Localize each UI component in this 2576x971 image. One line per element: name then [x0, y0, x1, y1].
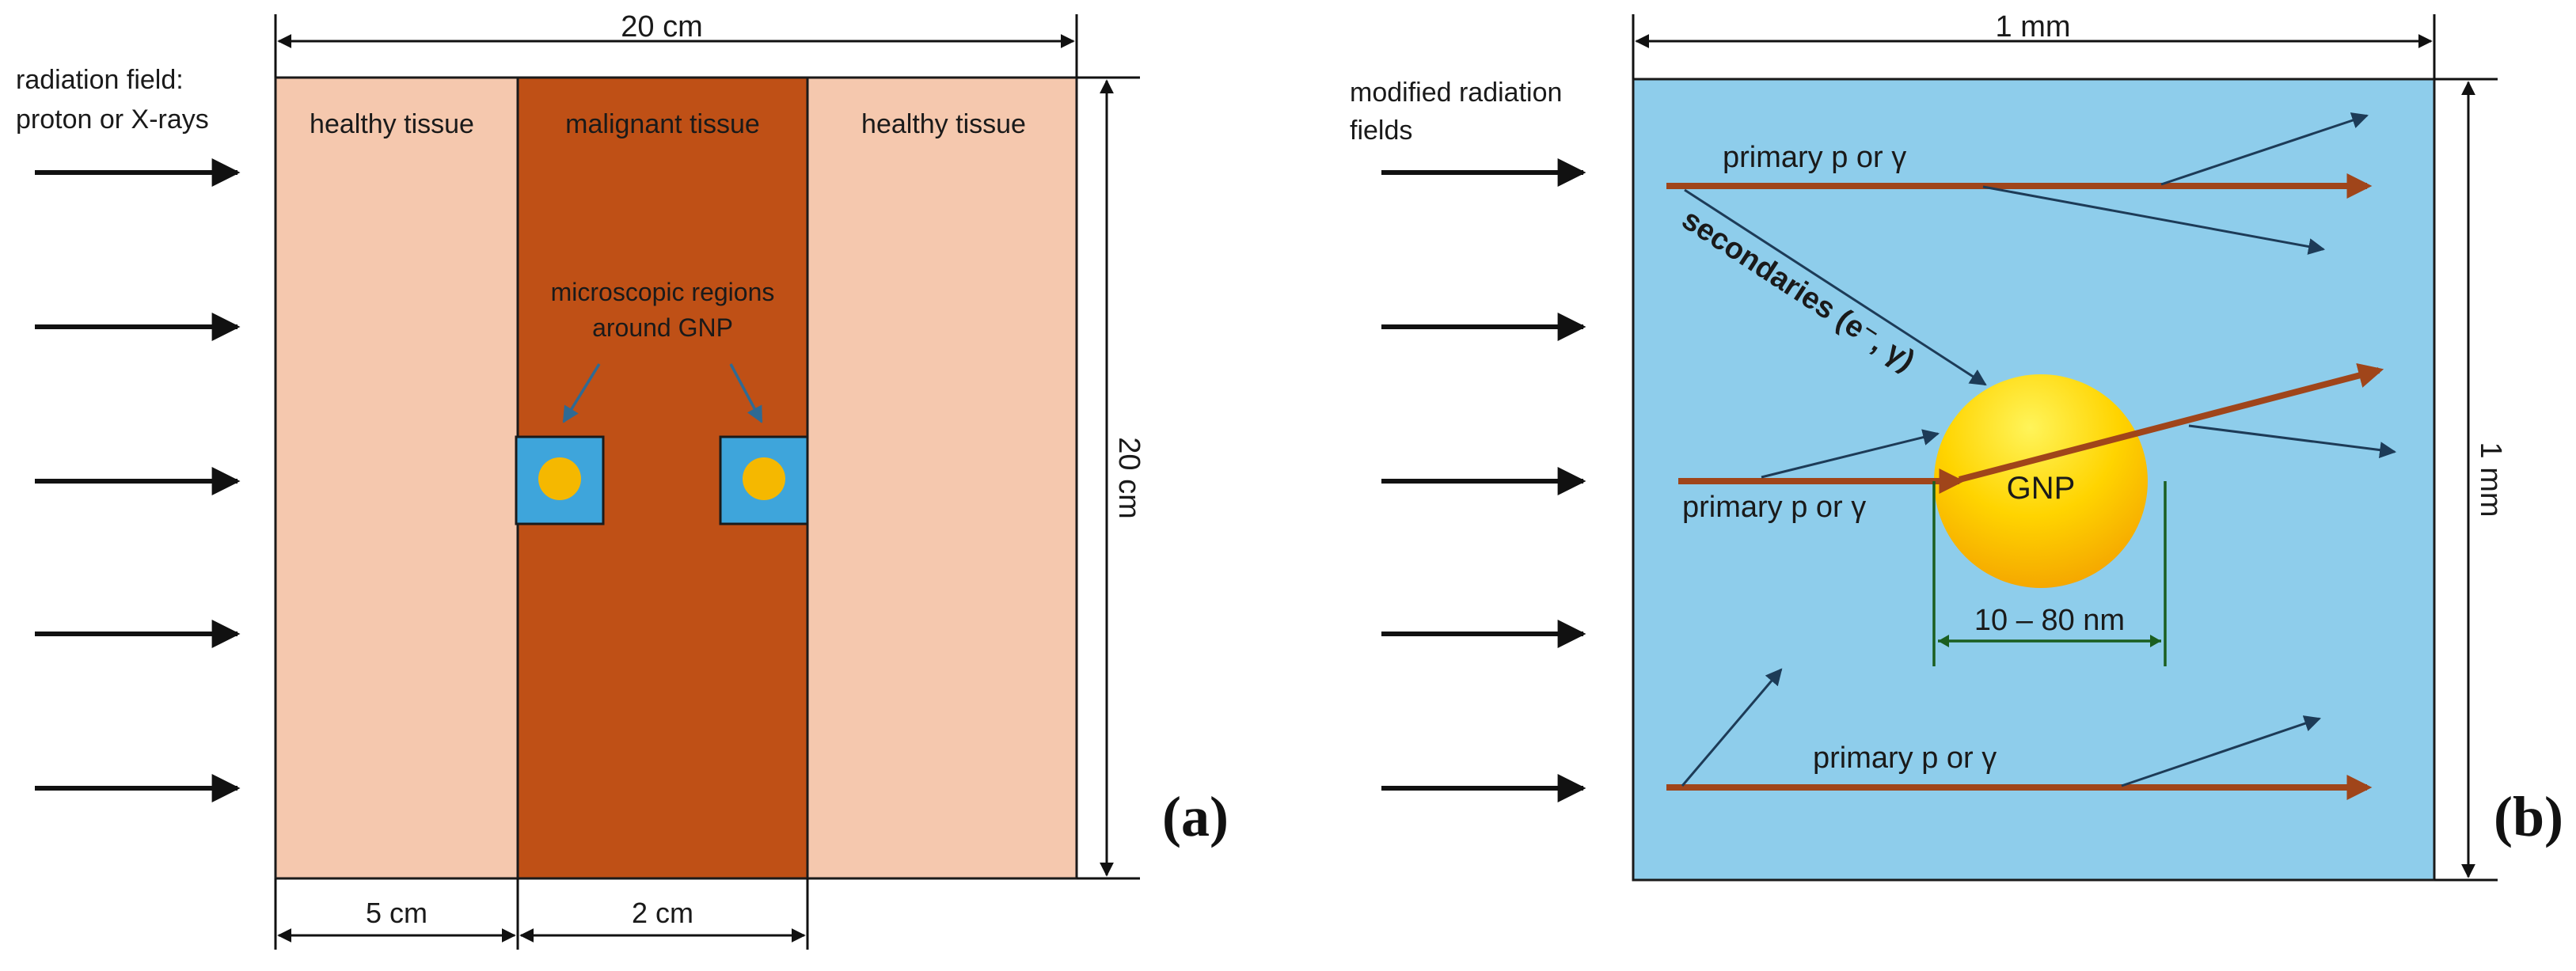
micro-pointer-left	[562, 363, 601, 423]
gnp-label: GNP	[2007, 471, 2076, 506]
gnp-size-label: 10 – 80 nm	[1974, 604, 2125, 637]
primary-mid-label: primary p or γ	[1682, 491, 1866, 524]
field-label-line2: proton or X-rays	[16, 104, 209, 135]
panel-a-tag: (a)	[1162, 785, 1229, 848]
top-dimension-b	[1632, 14, 2436, 79]
region-center-label: malignant tissue	[565, 109, 760, 139]
side-dimension-b-label: 1 mm	[2474, 442, 2507, 518]
scatter-arrows-top	[1684, 112, 2369, 386]
field-b-label-line2: fields	[1350, 116, 1412, 146]
primary-bottom-label: primary p or γ	[1813, 742, 1997, 775]
field-b-label-line1: modified radiation	[1350, 78, 1562, 108]
incoming-beams-a	[35, 158, 241, 802]
region-right-label: healthy tissue	[861, 109, 1026, 139]
gnp-dot-right	[743, 457, 785, 500]
bottom-dim-left-label: 5 cm	[366, 897, 427, 929]
region-left-label: healthy tissue	[310, 109, 474, 139]
gnp-dot-left	[538, 457, 581, 500]
top-dimension-b-label: 1 mm	[1996, 10, 2071, 44]
side-dimension-b	[2434, 78, 2498, 882]
panel-b-tag: (b)	[2494, 785, 2563, 848]
micro-pointer-right	[729, 363, 763, 423]
side-dimension-a-label: 20 cm	[1112, 437, 1146, 518]
top-dimension-a-label: 20 cm	[621, 10, 702, 44]
field-label-line1: radiation field:	[16, 65, 184, 95]
gnp-size-scale	[1932, 481, 2167, 666]
panel-b: modified radiation fields primary p or γ…	[1350, 10, 2563, 882]
top-dimension-a	[274, 14, 1078, 78]
bottom-dimension-a	[274, 878, 809, 950]
side-dimension-a	[1077, 76, 1140, 880]
primary-beam-mid-deflected	[1958, 362, 2384, 483]
panel-a: healthy tissue malignant tissue healthy …	[16, 10, 1229, 950]
scatter-arrows-mid	[1761, 424, 2397, 479]
micro-label-line2: around GNP	[592, 313, 733, 342]
healthy-tissue-left-region	[274, 76, 519, 880]
healthy-tissue-right-region	[806, 76, 1078, 880]
bottom-dim-center-label: 2 cm	[632, 897, 693, 929]
gnp-sphere	[1934, 374, 2148, 588]
micro-region-left	[515, 435, 605, 525]
micro-label-line1: microscopic regions	[551, 278, 775, 306]
primary-top-label: primary p or γ	[1723, 141, 1906, 174]
micro-region-right	[719, 435, 809, 525]
incoming-beams-b	[1381, 158, 1586, 802]
scatter-arrows-bottom	[1681, 668, 2321, 787]
